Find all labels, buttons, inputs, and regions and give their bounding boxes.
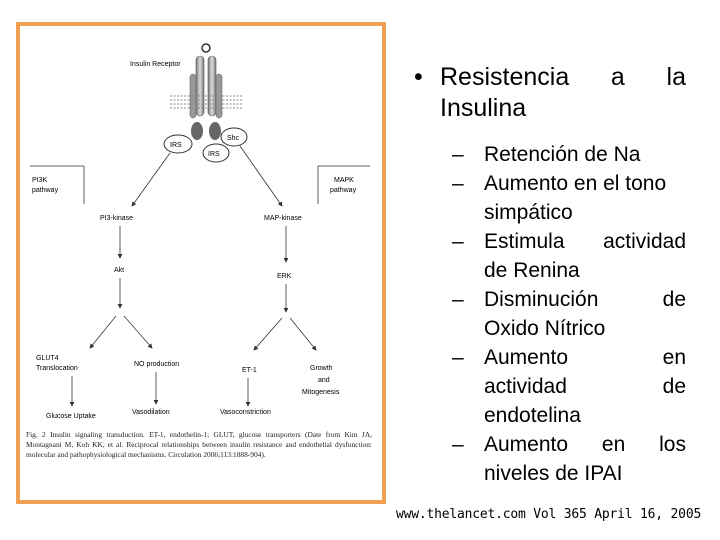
et1-label: ET-1 <box>242 367 257 374</box>
sub-bullet-text: Disminución <box>484 288 599 311</box>
dash-marker: – <box>452 433 464 456</box>
receptor-dock-right <box>209 122 221 140</box>
growth-label-2: and <box>318 377 330 384</box>
sub-bullet-text: endotelina <box>484 404 581 427</box>
shc-node <box>220 127 248 147</box>
sub-bullet-text: de Renina <box>484 259 580 282</box>
vasodilation-label: Vasodilation <box>132 409 170 416</box>
sub-bullet-text: Retención de Na <box>484 143 641 166</box>
vasoconstriction-label: Vasoconstriction <box>220 409 271 416</box>
shc-label: Shc <box>227 135 240 142</box>
cell-membrane <box>170 95 242 109</box>
dash-marker: – <box>452 346 464 369</box>
sub-bullet-text: Estimula <box>484 230 565 253</box>
sub-bullet-list: – Retención de Na – Aumento en el tono s… <box>414 140 686 488</box>
sub-bullet-item: – Aumento en el tono simpático <box>452 169 686 227</box>
pi3-kinase-label: PI3-kinase <box>100 215 133 222</box>
map-kinase-label: MAP-kinase <box>264 215 302 222</box>
sub-bullet-item: – Disminución de Oxido Nítrico <box>452 285 686 343</box>
sub-bullet-item: – Retención de Na <box>452 140 686 169</box>
erk-label: ERK <box>277 273 292 280</box>
growth-label-1: Growth <box>310 365 333 372</box>
sub-bullet-text: los <box>659 433 686 456</box>
pi3k-pathway-label-1: PI3K <box>32 177 48 184</box>
glut4-label-1: GLUT4 <box>36 355 59 362</box>
sub-bullet-text: de <box>662 375 686 398</box>
irs-node-center <box>202 143 230 163</box>
dash-marker: – <box>452 172 464 195</box>
sub-bullet-text: simpático <box>484 201 573 224</box>
dash-marker: – <box>452 143 464 166</box>
irs-left-label: IRS <box>170 142 182 149</box>
main-bullet-line2: Insulina <box>440 94 527 122</box>
dash-marker: – <box>452 288 464 311</box>
bullet-list: • Resistencia a la Insulina – Retención … <box>414 62 686 488</box>
dash-marker: – <box>452 230 464 253</box>
mapk-pathway-label-2: pathway <box>330 187 357 194</box>
sub-bullet-text: Aumento <box>484 433 569 456</box>
sub-bullet-text: Aumento en el tono <box>484 172 667 195</box>
growth-label-3: Mitogenesis <box>302 389 340 396</box>
sub-bullet-text: actividad <box>603 230 686 253</box>
glucose-uptake-label: Glucose Uptake <box>46 413 96 420</box>
insulin-receptor-shape <box>189 55 223 119</box>
sub-bullet-text: actividad <box>484 375 567 398</box>
irs-node-left <box>163 134 193 154</box>
figure-caption: Fig. 2 Insulin signaling transduction. E… <box>26 430 372 459</box>
sub-bullet-item: – Aumento en los niveles de IPAI <box>452 430 686 488</box>
sub-bullet-text: en <box>601 433 626 456</box>
irs-center-label: IRS <box>208 151 220 158</box>
pi3k-pathway-label-2: pathway <box>32 187 59 194</box>
mapk-pathway-label-1: MAPK <box>334 177 354 184</box>
main-bullet: • Resistencia a la Insulina <box>414 62 686 124</box>
main-bullet-word: la <box>666 63 686 91</box>
insulin-signaling-diagram: Insulin Receptor IRS IRS Shc PI3K pathwa… <box>30 43 370 420</box>
sub-bullet-item: – Estimula actividad de Renina <box>452 227 686 285</box>
bullet-marker: • <box>414 63 423 91</box>
sub-bullet-text: Oxido Nítrico <box>484 317 606 340</box>
sub-bullet-text: Aumento <box>484 346 569 369</box>
main-bullet-word: Resistencia <box>440 63 570 91</box>
akt-label: Akt <box>114 267 124 274</box>
sub-bullet-text: en <box>662 346 686 369</box>
source-citation: www.thelancet.com Vol 365 April 16, 2005 <box>396 507 702 522</box>
main-bullet-word: a <box>610 63 625 91</box>
insulin-receptor-label: Insulin Receptor <box>130 61 181 68</box>
sub-bullet-item: – Aumento en actividad de endotelina <box>452 343 686 430</box>
receptor-dock-left <box>191 122 203 140</box>
insulin-signaling-figure: Insulin Receptor IRS IRS Shc PI3K pathwa… <box>16 22 386 504</box>
glut4-label-2: Translocation <box>36 365 78 372</box>
sub-bullet-text: de <box>662 288 686 311</box>
sub-bullet-text: niveles de IPAI <box>484 462 623 485</box>
no-production-label: NO production <box>134 361 179 368</box>
insulin-molecule <box>201 43 211 53</box>
